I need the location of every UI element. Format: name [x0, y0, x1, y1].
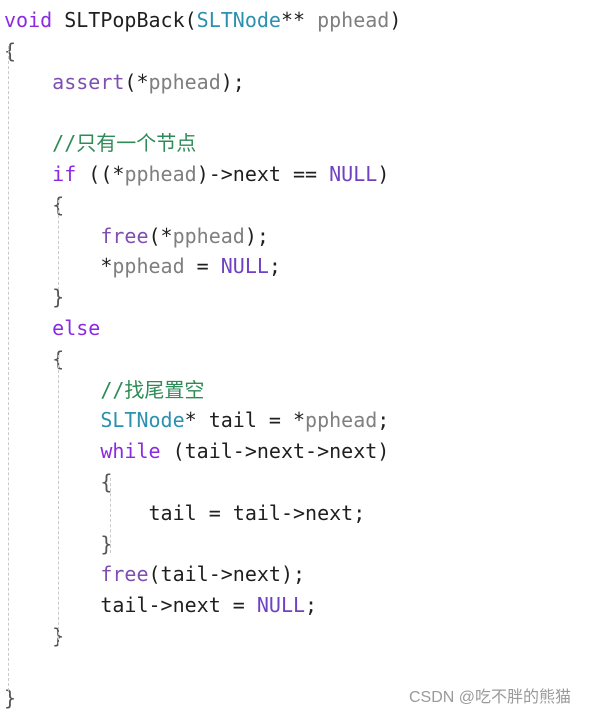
code-token-type: SLTNode [196, 8, 281, 32]
code-token-comment: //只有一个节点 [52, 131, 197, 156]
code-token-brace: } [52, 285, 65, 310]
code-token-fn: assert [52, 69, 125, 94]
code-token-fn: free [100, 223, 149, 248]
code-token-brace: { [4, 38, 17, 63]
code-token-param: pphead [148, 69, 221, 94]
code-line: } [4, 282, 64, 312]
code-line: } [4, 529, 112, 559]
code-token-plain: (tail->next); [148, 562, 306, 587]
code-token-plain [4, 285, 52, 309]
code-line: tail = tail->next; [4, 498, 365, 528]
code-token-macro: NULL [220, 254, 269, 279]
code-token-plain: tail->next = [4, 593, 257, 618]
code-line: tail->next = NULL; [4, 590, 317, 620]
code-token-plain: ** [280, 8, 318, 32]
code-token-brace: { [100, 470, 113, 494]
csdn-watermark: CSDN @吃不胖的熊猫 [408, 689, 571, 706]
code-token-plain [4, 193, 52, 217]
code-token-kw: void [4, 8, 53, 32]
code-line: } [4, 621, 64, 651]
code-token-param: pphead [317, 8, 390, 32]
code-token-param: pphead [172, 223, 245, 248]
code-token-plain [4, 131, 52, 155]
code-line: //找尾置空 [4, 375, 204, 405]
code-token-plain: ); [220, 69, 245, 94]
code-token-plain [4, 439, 100, 463]
code-line: { [4, 36, 16, 66]
code-token-macro: NULL [329, 162, 378, 186]
code-line: assert(*pphead); [4, 67, 245, 97]
indent-guide-while-block [110, 478, 111, 553]
code-token-param: pphead [305, 408, 378, 433]
code-token-plain [4, 562, 100, 586]
code-token-plain: ; [377, 408, 390, 433]
code-line: *pphead = NULL; [4, 251, 281, 281]
code-token-plain: ; [305, 593, 318, 618]
code-token-param: pphead [112, 254, 185, 279]
code-token-plain [4, 70, 52, 94]
code-token-brace: } [100, 531, 113, 556]
code-line: while (tail->next->next) [4, 436, 389, 466]
code-line: { [4, 467, 112, 497]
code-token-param: pphead [124, 162, 197, 186]
code-token-macro: NULL [256, 593, 306, 618]
code-token-kw: if [52, 162, 77, 186]
code-token-plain: ) [377, 162, 390, 186]
code-line: SLTNode* tail = *pphead; [4, 405, 389, 435]
indent-guide-function [8, 46, 9, 691]
code-line: void SLTPopBack(SLTNode** pphead) [4, 5, 401, 35]
code-token-plain [4, 162, 52, 186]
code-line: if ((*pphead)->next == NULL) [4, 159, 389, 189]
indent-guide-if-block [58, 200, 59, 290]
code-token-plain [4, 470, 100, 494]
code-line: else [4, 313, 100, 343]
code-token-plain: tail = tail->next; [4, 500, 366, 525]
code-token-plain: ); [244, 223, 269, 248]
code-token-plain: ((* [76, 162, 125, 186]
code-token-plain: )->next == [196, 162, 330, 186]
code-token-plain [4, 224, 100, 248]
code-token-plain [4, 532, 100, 556]
code-token-plain [4, 316, 52, 340]
code-token-plain: (* [124, 69, 149, 94]
code-token-plain: * tail = * [184, 408, 306, 433]
code-token-kw: while [100, 439, 161, 464]
code-token-plain: SLTPopBack( [52, 8, 197, 32]
code-token-plain: * [4, 254, 113, 279]
code-token-plain: (tail->next->next) [160, 439, 390, 464]
code-token-kw: else [52, 316, 101, 340]
code-line: //只有一个节点 [4, 128, 196, 158]
code-token-plain: = [184, 254, 221, 279]
code-token-plain [4, 408, 100, 432]
code-token-comment: //找尾置空 [100, 377, 205, 402]
code-line: } [4, 683, 16, 713]
code-token-plain: ) [389, 8, 402, 32]
code-token-fn: free [100, 562, 149, 587]
code-line: free(tail->next); [4, 559, 305, 589]
code-line: { [4, 190, 64, 220]
code-token-plain [4, 378, 100, 402]
code-token-brace: } [4, 685, 17, 710]
code-token-plain [4, 624, 52, 648]
code-token-type: SLTNode [100, 408, 185, 433]
code-token-plain [4, 347, 52, 371]
code-line: free(*pphead); [4, 221, 269, 251]
code-token-plain: (* [148, 223, 173, 248]
code-token-plain: ; [268, 254, 281, 279]
indent-guide-else-block [58, 355, 59, 645]
code-line: { [4, 344, 64, 374]
